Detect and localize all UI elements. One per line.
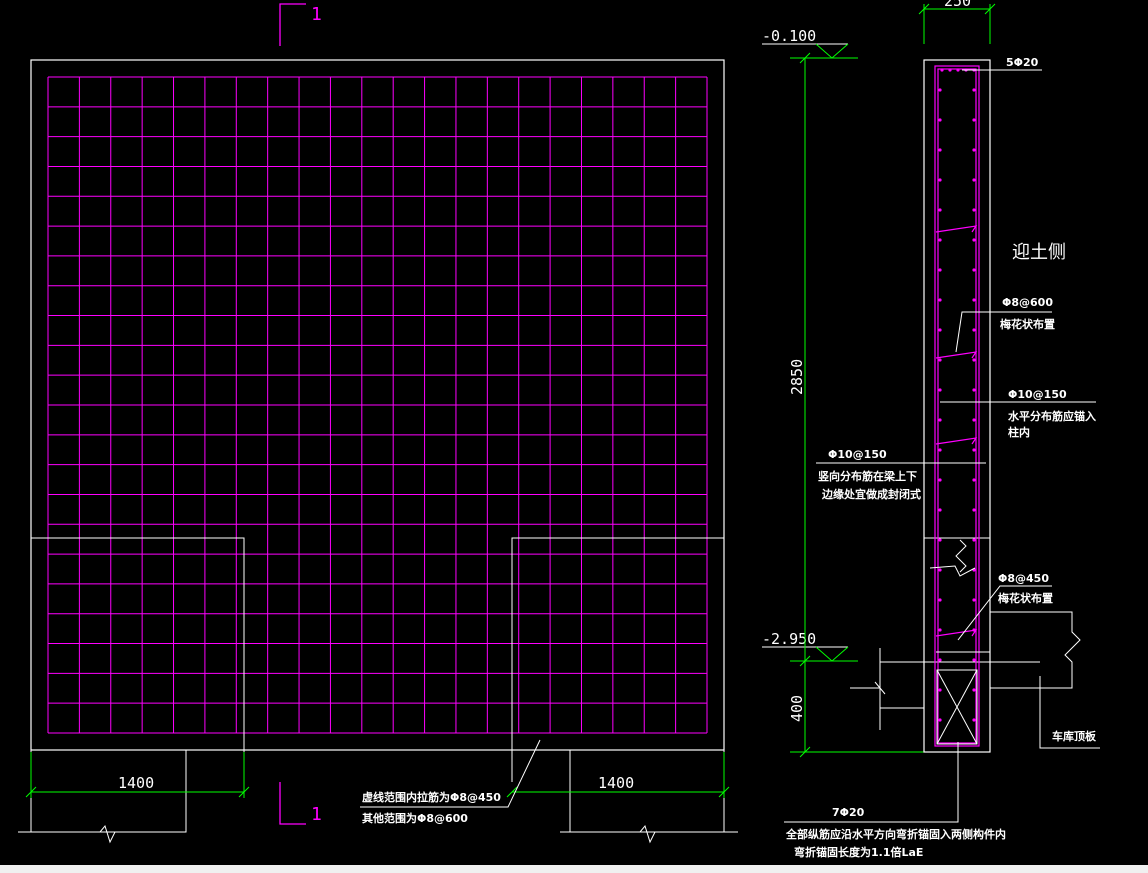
note-leader	[360, 739, 541, 808]
section-mark-bottom	[279, 782, 306, 825]
support-right	[560, 750, 738, 844]
wall-elevation-outline	[30, 59, 725, 751]
bottom-note-2: 弯折锚固长度为1.1倍LaE	[794, 845, 923, 859]
bottom-note-1: 全部纵筋应沿水平方向弯折锚固入两侧构件内	[785, 827, 1006, 841]
level-bottom-symbol	[790, 646, 858, 662]
tie-range-right	[511, 537, 724, 782]
tie-range-left	[31, 537, 245, 782]
elevation-view: 1 1400	[18, 3, 738, 844]
section-rebar	[934, 65, 980, 747]
rebar-dots	[938, 68, 976, 722]
section-view: 250	[784, 0, 1100, 859]
height-dimension-line	[790, 52, 935, 758]
vert-bar-spec: Φ10@150	[828, 448, 887, 461]
horiz-bar-note-1: 水平分布筋应锚入	[1008, 409, 1096, 423]
slab-label: 车库顶板	[1052, 729, 1097, 743]
section-mark-top	[279, 3, 306, 46]
dimension-right	[506, 752, 730, 798]
bottom-bars-label: 7Φ20	[832, 806, 865, 819]
horiz-bar-spec: Φ10@150	[1008, 388, 1067, 401]
level-top-symbol	[790, 43, 858, 59]
level-bottom-label: -2.950	[762, 630, 816, 648]
tie-range-note-1: 虚线范围内拉筋为Φ8@450	[362, 790, 501, 804]
section-mark-top-label: 1	[311, 4, 322, 25]
wall-section-outline	[923, 59, 991, 753]
slab-leader	[1039, 676, 1100, 749]
top-bars-label: 5Φ20	[1006, 56, 1039, 69]
tie-bars	[935, 225, 978, 637]
tie-upper-leader	[955, 311, 1052, 353]
bottom-bars-leader	[784, 742, 959, 823]
dimension-left-label: 1400	[118, 774, 154, 792]
tie-upper-spec: Φ8@600	[1002, 296, 1053, 309]
tie-lower-leader	[957, 585, 1052, 641]
section-break-lines	[929, 539, 990, 653]
tie-lower-note: 梅花状布置	[998, 591, 1053, 605]
bottom-dimension-label: 400	[788, 695, 806, 722]
rebar-mesh	[47, 76, 708, 734]
support-left	[18, 750, 187, 844]
beam-section	[936, 661, 978, 745]
tie-lower-spec: Φ8@450	[998, 572, 1049, 585]
level-top-label: -0.100	[762, 27, 816, 45]
section-mark-bottom-label: 1	[311, 804, 322, 825]
wall-width-dimension	[918, 3, 996, 44]
status-strip	[0, 865, 1148, 873]
vert-bar-note-1: 竖向分布筋在梁上下	[818, 469, 917, 483]
vert-bar-note-2: 边缘处宜做成封闭式	[821, 487, 921, 501]
dimension-left	[25, 752, 250, 798]
tie-range-note-2: 其他范围为Φ8@600	[362, 811, 468, 825]
floor-slab	[850, 611, 1081, 730]
dimension-right-label: 1400	[598, 774, 634, 792]
tie-upper-note: 梅花状布置	[1000, 317, 1055, 331]
horiz-bar-note-2: 柱内	[1008, 425, 1030, 439]
height-dimension-label: 2850	[788, 359, 806, 395]
soil-side-label: 迎土侧	[1012, 242, 1066, 263]
level-dimensions: -0.100 -2.950 2850 400	[762, 27, 935, 758]
wall-width-label: 250	[944, 0, 971, 10]
